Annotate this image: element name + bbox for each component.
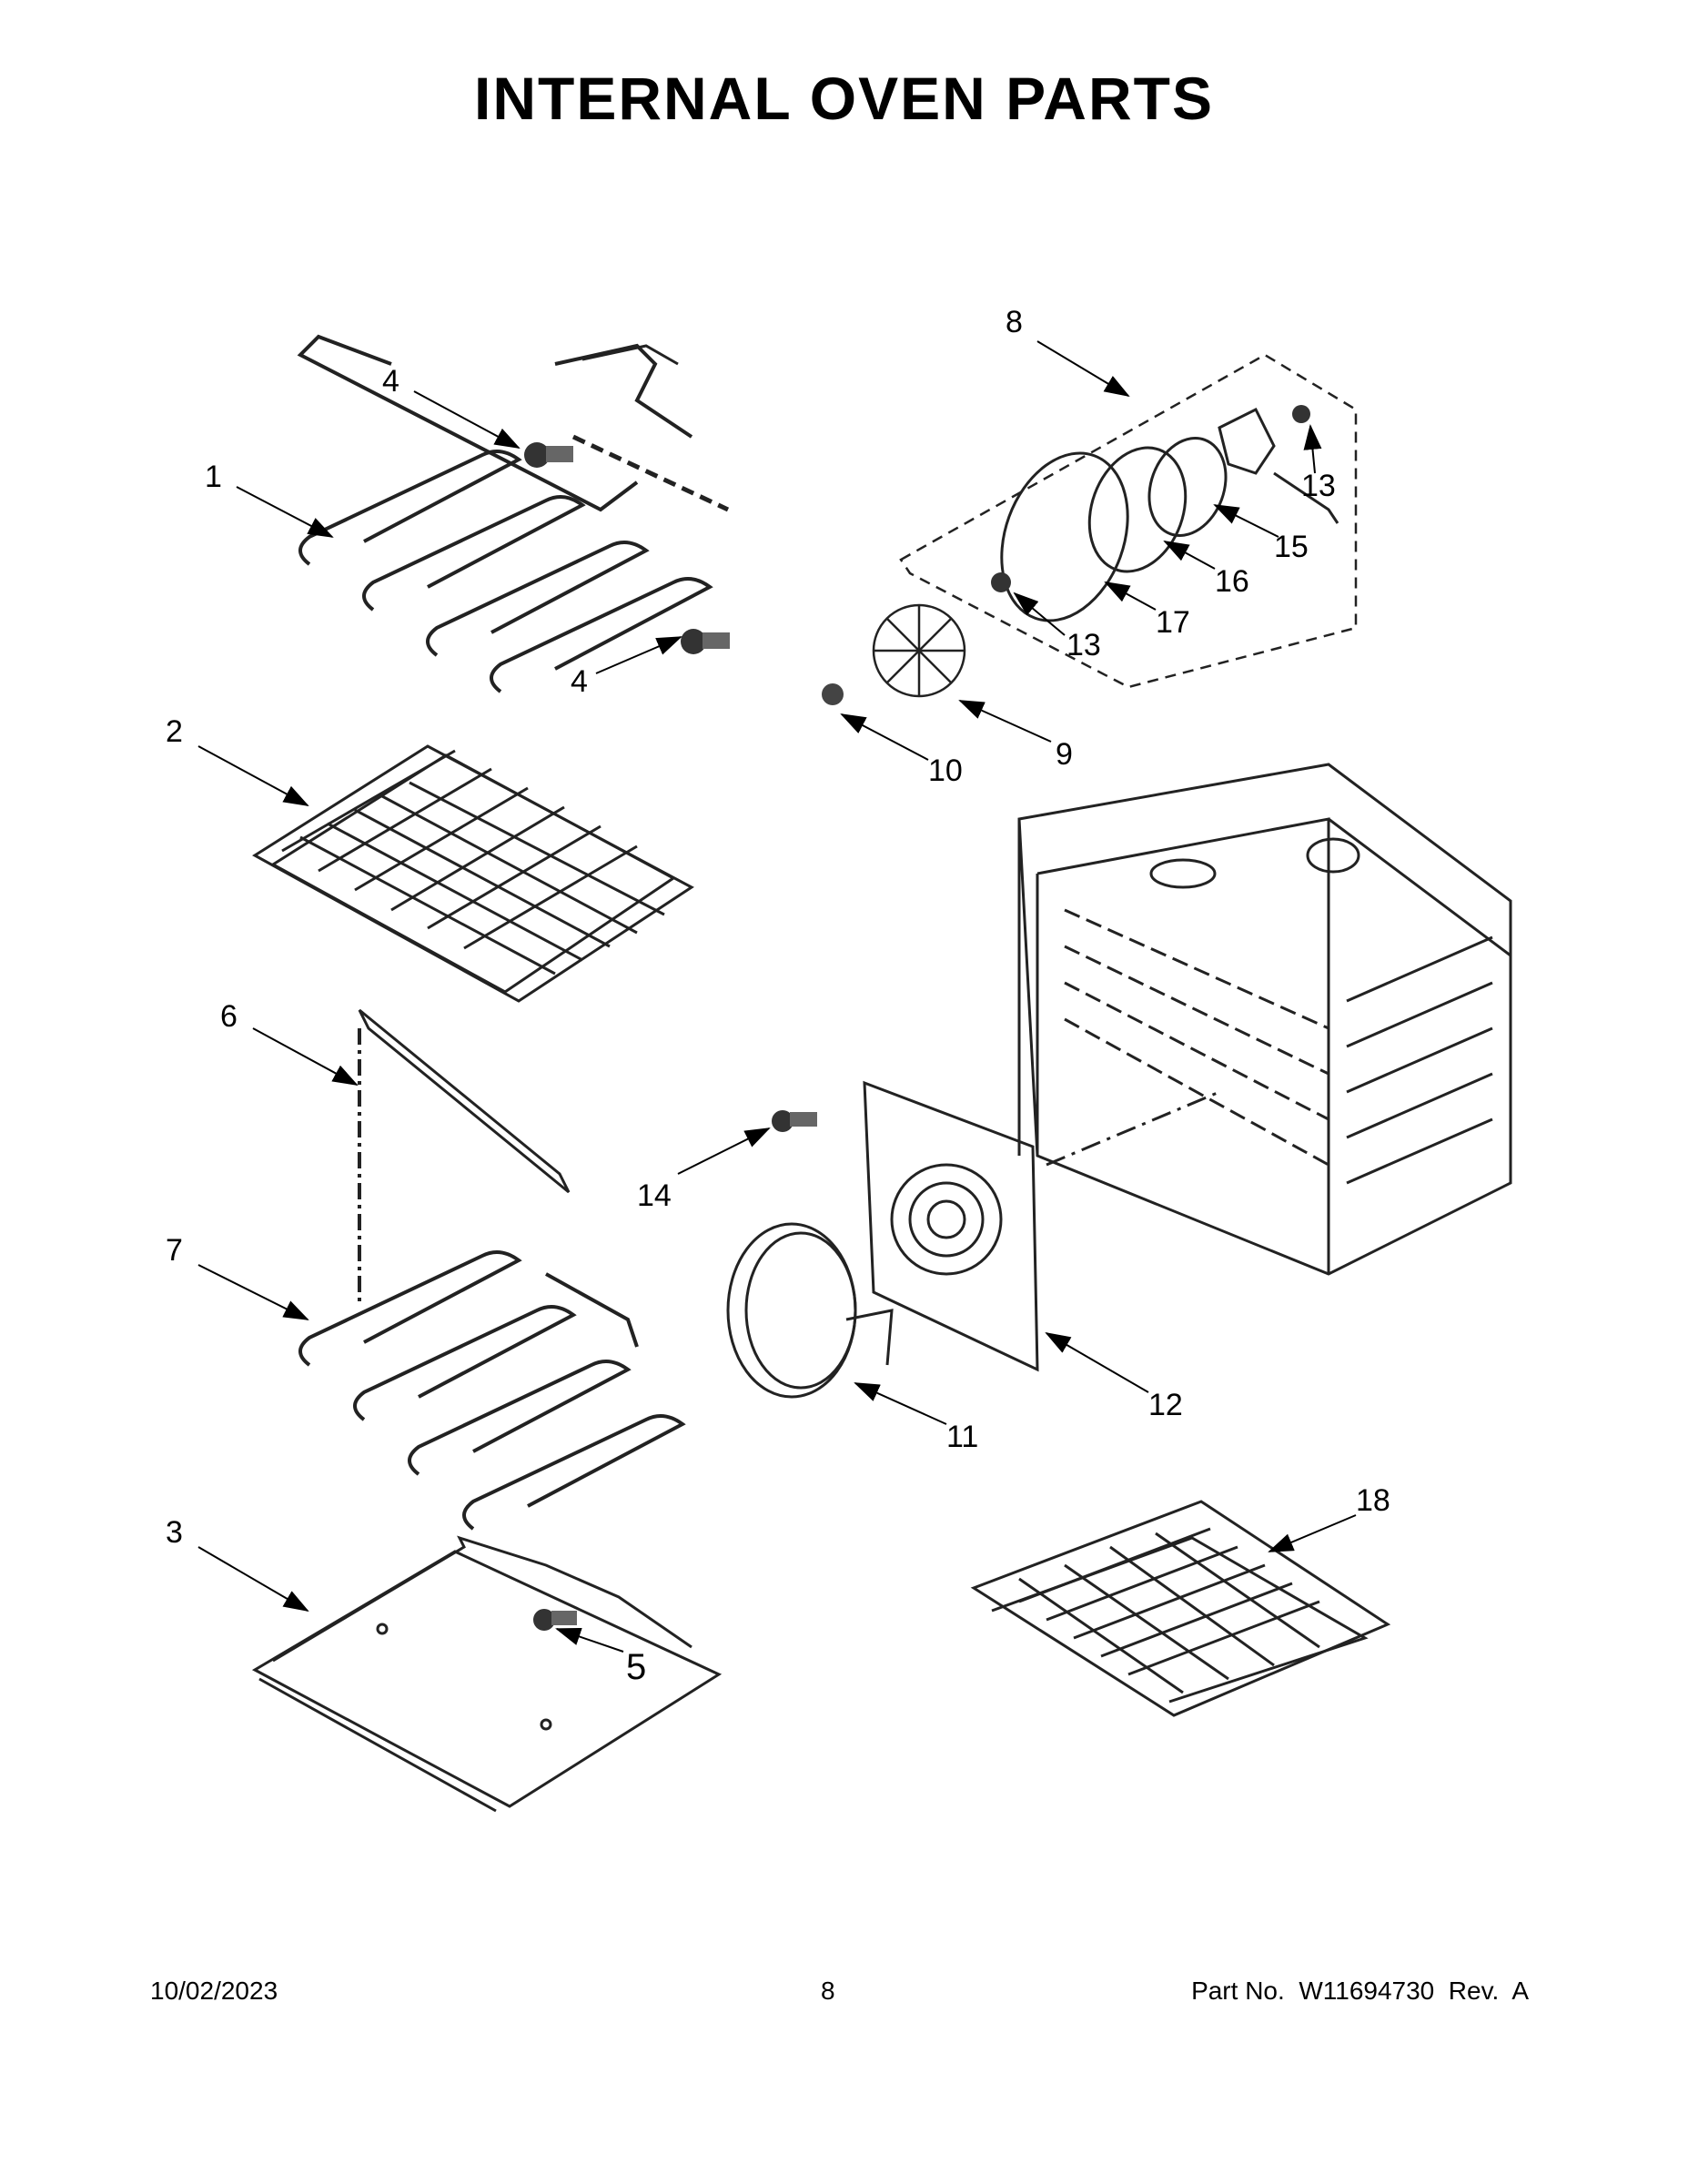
callout-label: 4: [382, 364, 399, 399]
callout-18: 18: [1268, 1483, 1390, 1552]
callout-13-upper: 13: [1301, 424, 1336, 503]
convection-assembly-box: [899, 353, 1358, 689]
fan-nut: [822, 683, 844, 705]
screw-part-5: [533, 1609, 577, 1631]
callout-label: 11: [946, 1420, 978, 1454]
callout-4-lower: 4: [571, 636, 682, 699]
callout-label: 14: [637, 1178, 672, 1213]
callout-8: 8: [1006, 305, 1130, 398]
callout-10: 10: [840, 713, 963, 788]
callout-label: 4: [571, 664, 588, 699]
callout-label: 12: [1148, 1388, 1183, 1422]
screw-part-13: [991, 405, 1310, 592]
callout-11: 11: [854, 1382, 978, 1454]
screw-part-4-lower: [681, 629, 730, 654]
page-title: INTERNAL OVEN PARTS: [474, 65, 1214, 132]
screw-part-14: [772, 1110, 817, 1132]
callout-label: 15: [1274, 530, 1309, 564]
callout-label: 13: [1301, 469, 1336, 503]
callout-label: 16: [1215, 564, 1249, 599]
callout-label: 1: [205, 460, 222, 494]
callout-2: 2: [166, 714, 309, 806]
callout-17: 17: [1104, 581, 1190, 640]
callout-15: 15: [1213, 504, 1309, 564]
callout-5: 5: [555, 1627, 646, 1687]
bake-element-shield: [358, 1008, 571, 1301]
callout-1: 1: [205, 460, 334, 538]
footer-part-number: Part No. W11694730 Rev. A: [1191, 1977, 1529, 2005]
oven-rack: [252, 744, 694, 1003]
air-fry-basket: [970, 1500, 1391, 1717]
callout-9: 9: [958, 700, 1073, 772]
callout-3: 3: [166, 1515, 309, 1613]
callout-label: 17: [1156, 605, 1190, 640]
callout-4-upper: 4: [382, 364, 521, 449]
oven-cavity: [1017, 763, 1512, 1276]
footer-date: 10/02/2023: [150, 1977, 278, 2005]
callout-label: 13: [1066, 628, 1101, 662]
callout-label: 2: [166, 714, 183, 749]
callout-14: 14: [637, 1127, 771, 1213]
rear-panel: [863, 1080, 1220, 1372]
callout-label: 7: [166, 1233, 183, 1268]
callout-16: 16: [1163, 541, 1249, 599]
screw-part-4-upper: [524, 442, 573, 468]
bottom-panel: [251, 1535, 723, 1813]
convection-element: [726, 1222, 894, 1399]
fan-motor-housing: [1000, 407, 1339, 622]
callout-label: 18: [1356, 1483, 1390, 1518]
footer-page-number: 8: [821, 1977, 835, 2005]
callout-label: 6: [220, 999, 238, 1034]
callout-7: 7: [166, 1233, 309, 1320]
callout-13-lower: 13: [1013, 592, 1101, 662]
callout-12: 12: [1045, 1331, 1183, 1422]
callout-label: 9: [1056, 737, 1073, 772]
callout-6: 6: [220, 999, 359, 1086]
fan-blade: [872, 603, 966, 698]
callout-label: 8: [1006, 305, 1023, 339]
broil-element: [297, 334, 730, 693]
bake-element: [298, 1250, 686, 1531]
callout-label: 10: [928, 753, 963, 788]
callout-label: 5: [626, 1647, 646, 1687]
callout-label: 3: [166, 1515, 183, 1550]
